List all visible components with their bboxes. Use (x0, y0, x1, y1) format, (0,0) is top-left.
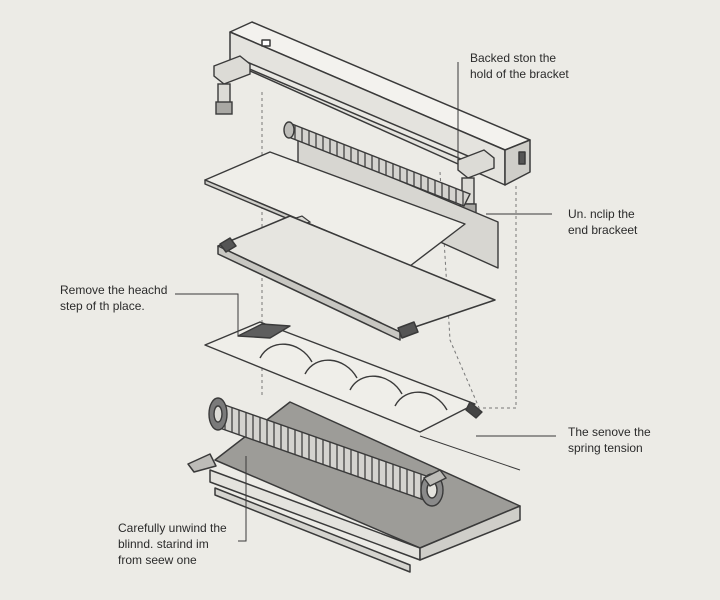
callout-line: The senove the (568, 425, 651, 439)
callout-line: hold of the bracket (470, 67, 569, 81)
bottom-rail-tray (217, 215, 496, 341)
leader-lines (175, 62, 556, 542)
callout-unwind-blind: Carefully unwind the blinnd. starind im … (118, 520, 227, 568)
head-rail-rod (236, 58, 479, 166)
scalloped-sheet (204, 321, 483, 433)
callout-line: end brackeet (568, 223, 638, 237)
left-end-cap (213, 55, 251, 115)
spring-roller (208, 397, 448, 507)
callout-remove-head-step: Remove the heachd step of th place. (60, 282, 167, 314)
callout-line: blinnd. starind im (118, 537, 209, 551)
callout-backed-bracket: Backed ston the hold of the bracket (470, 50, 569, 82)
callout-unclip-end-bracket: Un. nclip the end brackeet (568, 206, 637, 238)
connector-line (419, 435, 521, 471)
callout-line: Un. nclip the (568, 207, 635, 221)
callout-line: step of th place. (60, 299, 145, 313)
callout-line: Backed ston the (470, 51, 557, 65)
callout-line: Remove the heachd (60, 283, 168, 297)
callout-line: from seew one (118, 553, 197, 567)
top-ribbed-roller (283, 121, 471, 207)
callout-line: Carefully unwind the (118, 521, 227, 535)
callout-line: spring tension (568, 441, 643, 455)
callout-spring-tension: The senove the spring tension (568, 424, 651, 456)
